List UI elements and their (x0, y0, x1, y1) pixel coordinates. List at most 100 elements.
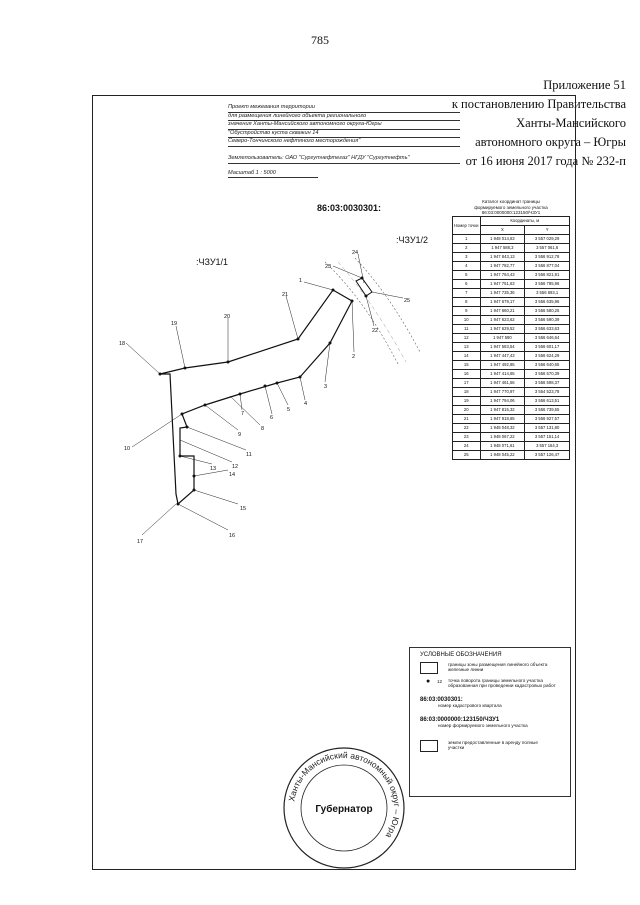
point-label: 23 (325, 264, 331, 270)
catalog-x: 1 948 067,22 (479, 431, 526, 442)
page-number: 785 (311, 33, 329, 47)
catalog-y: 3 556 580,25 (524, 305, 570, 316)
legend: УСЛОВНЫЕ ОБОЗНАЧЕНИЯ границы зоны размещ… (409, 647, 571, 797)
catalog-x: 1 947 735,36 (479, 287, 526, 298)
point-label: 3 (324, 384, 327, 390)
catalog-point-number: 8 (452, 296, 481, 307)
title-line: Северо-Тончинского нефтяного месторожден… (228, 138, 460, 147)
catalog-x: 1 947 583,54 (479, 341, 526, 352)
catalog-point-number: 24 (452, 440, 481, 451)
catalog-x: 1 947 660,21 (479, 305, 526, 316)
catalog-x: 1 948 071,61 (479, 440, 526, 451)
catalog-point-number: 16 (452, 368, 481, 379)
title-line: Проект межевания территории (228, 104, 460, 113)
legend-text: точка поворота границы земельного участк… (448, 678, 556, 688)
catalog-x: 1 948 045,22 (479, 449, 526, 460)
cadastral-quarter-label: 86:03:0030301: (317, 203, 382, 213)
title-line: значения Ханты-Мансийского автономного о… (228, 121, 460, 130)
appendix-line: Ханты-Мансийского (516, 116, 626, 130)
catalog-y: 3 557 061,6 (524, 242, 570, 253)
catalog-y: 3 556 598,37 (524, 377, 570, 388)
legend-dot-icon: ● (426, 678, 431, 685)
catalog-y: 3 556 693,1 (524, 287, 570, 298)
point-label: 8 (261, 426, 264, 432)
point-label: 5 (287, 407, 290, 413)
catalog-point-number: 9 (452, 305, 481, 316)
catalog-point-number: 6 (452, 278, 481, 289)
point-label: 1 (299, 278, 302, 284)
point-label: 21 (282, 292, 288, 298)
catalog-point-number: 15 (452, 359, 481, 370)
catalog-y: 3 556 613,51 (524, 395, 570, 406)
catalog-point-number: 11 (452, 323, 481, 334)
appendix-line: автономного округа – Югры (475, 135, 626, 149)
catalog-y: 3 557 131,80 (524, 422, 570, 433)
zone-label: :ЧЗУ1/1 (196, 257, 229, 267)
catalog-title-line: формируемого земельного участка (474, 204, 548, 210)
catalog-title-line: 86:03:0000000:123150/ЧЗУ1 (481, 210, 541, 216)
catalog-y: 3 556 590,39 (524, 314, 570, 325)
parcel-boundary (159, 289, 353, 506)
catalog-point-number: 22 (452, 422, 481, 433)
catalog-title-line: Каталог координат границы (482, 199, 540, 204)
point-label: 11 (246, 452, 252, 458)
catalog-y: 3 556 912,78 (524, 251, 570, 262)
legend-cadastral-sample: 86:03:0030301: (420, 697, 463, 703)
catalog-y: 3 557 126,47 (524, 449, 570, 460)
catalog-x: 1 947 590 (479, 332, 526, 343)
appendix-line: Приложение 51 (543, 78, 626, 92)
catalog-y: 3 554 523,78 (524, 386, 570, 397)
catalog-point-number: 21 (452, 413, 481, 424)
legend-text: номер кадастрового квартала (438, 703, 502, 708)
catalog-title: Каталог координат границы формируемого з… (452, 199, 570, 216)
catalog-x: 1 947 588,3 (479, 242, 526, 253)
catalog-y: 3 556 927,57 (524, 413, 570, 424)
developer-line: Землепользователь: ОАО "Сургутнефтегаз" … (228, 155, 460, 164)
legend-text: границы зоны размещения линейного объект… (448, 662, 548, 672)
point-label: 4 (304, 401, 307, 407)
catalog-y: 3 556 601,17 (524, 341, 570, 352)
header-x: X (479, 224, 526, 235)
catalog-point-number: 10 (452, 314, 481, 325)
catalog-y: 3 556 877,04 (524, 260, 570, 271)
catalog-point-number: 23 (452, 431, 481, 442)
catalog-y: 3 556 635,96 (524, 296, 570, 307)
scale-line: Масштаб 1 : 5000 (228, 170, 318, 179)
point-label: 18 (119, 341, 125, 347)
coordinate-catalog: Каталог координат границы формируемого з… (452, 199, 571, 460)
title-line: для размещения линейного объекта региона… (228, 113, 460, 122)
catalog-point-number: 20 (452, 404, 481, 415)
point-label: 24 (352, 250, 358, 256)
point-label: 12 (232, 464, 238, 470)
header-y: Y (524, 224, 570, 235)
catalog-y: 3 556 624,29 (524, 350, 570, 361)
catalog-point-number: 4 (452, 260, 481, 271)
point-label: 17 (137, 539, 143, 545)
catalog-x: 1 947 461,56 (479, 377, 526, 388)
point-label: 13 (210, 466, 216, 472)
catalog-x: 1 947 492,85 (479, 359, 526, 370)
point-label: 14 (229, 472, 235, 478)
zone-label: :ЧЗУ1/2 (396, 235, 429, 245)
point-label: 22 (372, 328, 378, 334)
catalog-y: 3 556 633,63 (524, 323, 570, 334)
title-block: Проект межевания территории для размещен… (228, 104, 460, 179)
catalog-y: 3 556 570,39 (524, 368, 570, 379)
catalog-point-number: 1 (452, 233, 481, 244)
point-label: 10 (124, 446, 130, 452)
catalog-point-number: 12 (452, 332, 481, 343)
catalog-point-number: 18 (452, 386, 481, 397)
